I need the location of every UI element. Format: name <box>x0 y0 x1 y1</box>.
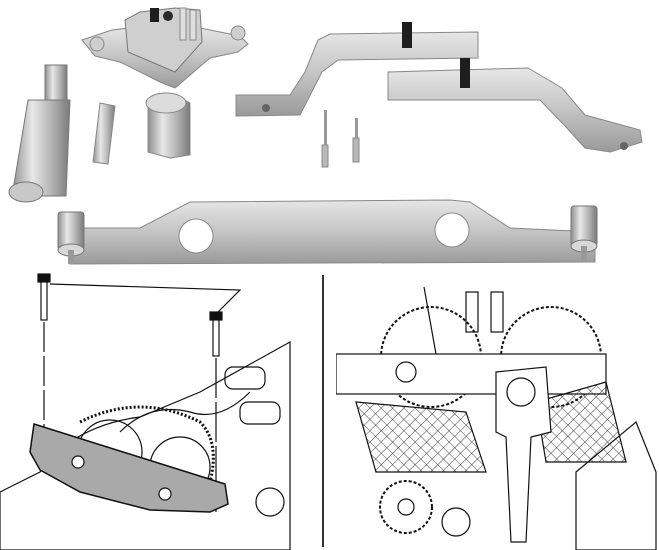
alignment-plate-outline <box>336 353 607 395</box>
small-pin <box>92 102 116 165</box>
tool-kit-photo <box>8 7 643 265</box>
thin-pin-2 <box>352 118 360 163</box>
camshaft-holding-bracket-left <box>235 22 479 117</box>
panel-divider <box>322 275 324 547</box>
camshaft-holding-bracket-right <box>387 58 643 153</box>
hex-socket <box>145 92 191 159</box>
thin-pin-1 <box>321 110 329 168</box>
diagram-right <box>336 272 659 550</box>
camshaft-locking-block <box>81 7 249 89</box>
alignment-plate-highlight <box>29 423 229 513</box>
install-diagram-right <box>336 286 657 550</box>
diagram-left <box>0 272 322 550</box>
install-diagram-left <box>0 273 291 550</box>
crankshaft-pin-large <box>8 64 71 203</box>
camshaft-alignment-plate <box>57 199 598 265</box>
photo-panel <box>0 0 659 272</box>
